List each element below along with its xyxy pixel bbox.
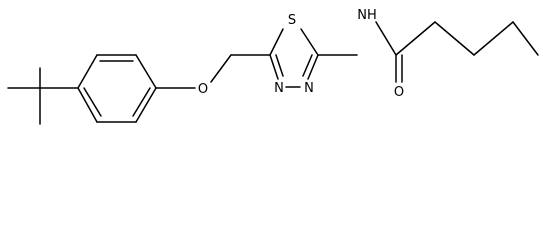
benzene-bond-4 (135, 87, 157, 123)
bond-c2-n3-double-inner (302, 54, 313, 77)
ring-nitrogen-4-label: N (274, 81, 284, 96)
ring-nitrogen-3-label: N (304, 81, 314, 96)
thiadiazole-ring (269, 28, 319, 88)
bond-chain-4 (512, 21, 539, 56)
bond-n4-to-c5 (269, 54, 279, 80)
bond-amide-nitrogen-to-carbonyl-c (375, 21, 397, 56)
bond-s-to-c2 (300, 28, 319, 56)
carbonyl-oxygen-atom-label: O (394, 85, 404, 100)
bond-chain-2 (434, 21, 475, 56)
benzene-double-bond-inner-2 (132, 87, 151, 117)
benzene-double-bond-inner-3 (83, 87, 102, 117)
bond-c2-to-n3 (307, 54, 319, 80)
benzene-ring (77, 54, 157, 123)
sulfur-atom-label: S (288, 13, 296, 28)
benzene-bond-6 (77, 87, 98, 123)
pentanamide-chain (317, 21, 539, 83)
benzene-bond-3 (135, 54, 157, 89)
ether-oxygen-atom-label: O (198, 82, 208, 97)
tert-butyl-group (7, 67, 79, 125)
bond-ether-oxygen-to-ch2 (210, 54, 232, 83)
benzene-bond-1 (77, 54, 98, 89)
bond-n4-c5-double-inner (275, 54, 284, 77)
ether-linker (155, 54, 271, 89)
bond-chain-1 (395, 21, 436, 56)
bond-chain-3 (473, 21, 514, 56)
amide-nh-label: NH (357, 8, 377, 23)
bond-c5-to-s (269, 28, 284, 56)
chemical-structure-diagram: S O NH O N N (7, 8, 539, 125)
